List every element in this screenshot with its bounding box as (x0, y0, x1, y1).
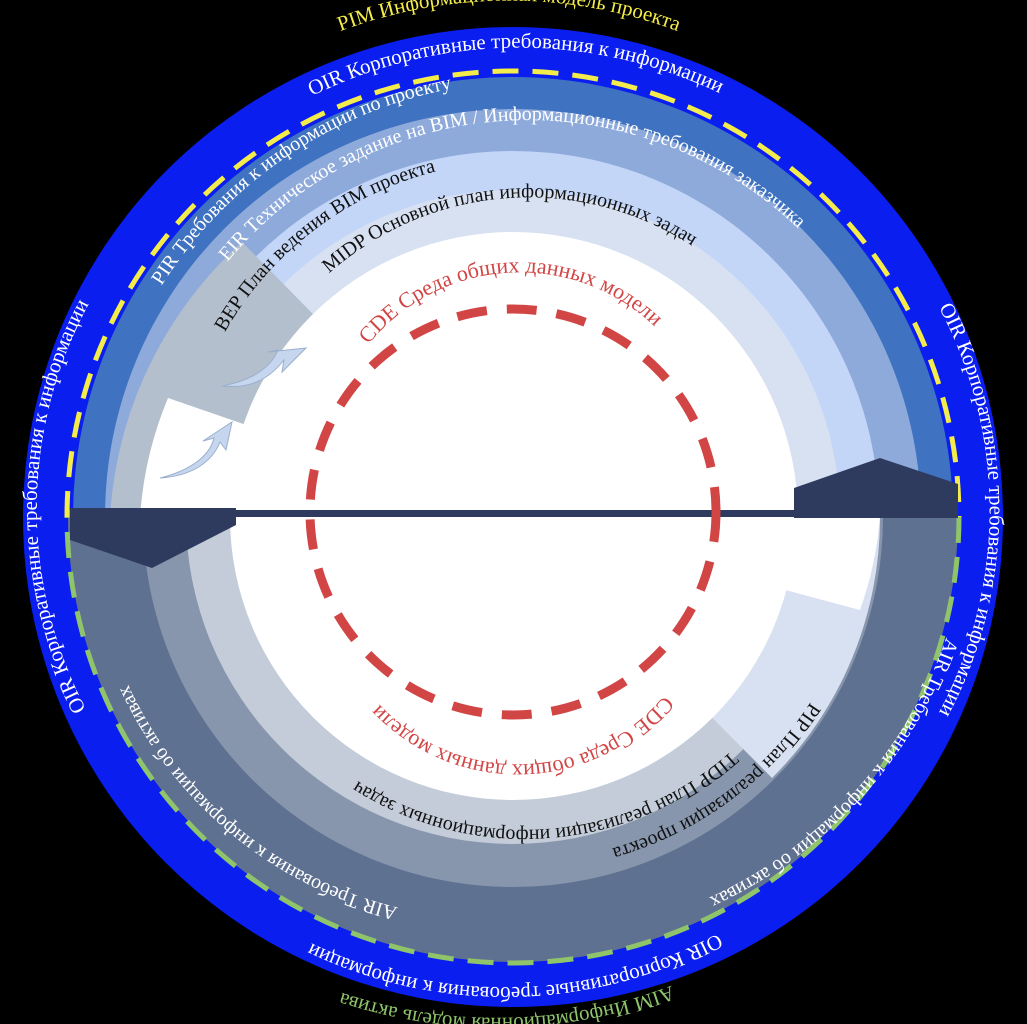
left-divider-block (70, 508, 236, 568)
aim-dashed-ring (64, 516, 962, 966)
lower-center (230, 510, 796, 800)
lower-rings (68, 510, 958, 962)
pim-dashed-ring (64, 68, 962, 518)
lower-arrow-icon (159, 420, 233, 479)
upper-rings (73, 77, 953, 517)
right-divider-block (794, 458, 958, 518)
upper-center (228, 232, 798, 517)
cde-dashed-circle (305, 304, 721, 720)
upper-arrow-icon (221, 347, 308, 388)
center-divider (236, 510, 796, 517)
